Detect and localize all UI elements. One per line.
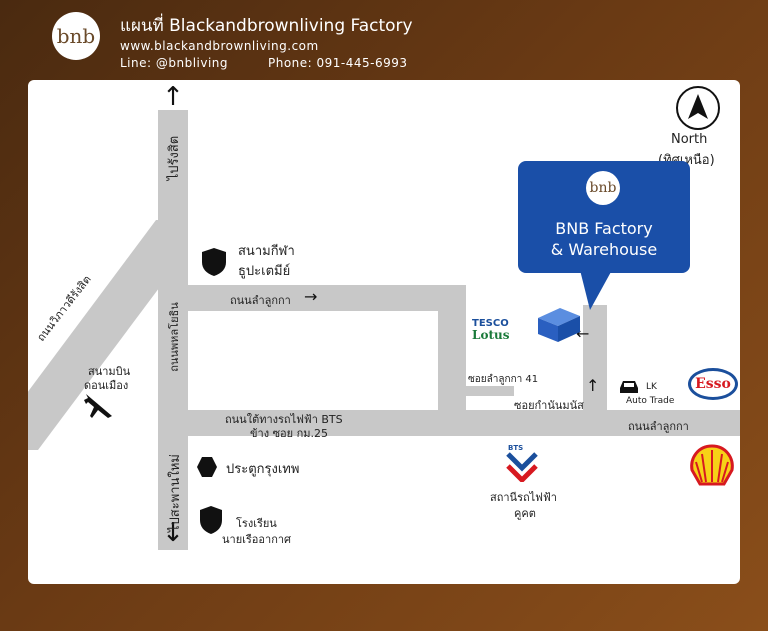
label-lam-luk-ka-right: ถนนลำลูกกา xyxy=(628,420,689,433)
label-bts-station-2: คูคต xyxy=(514,507,536,520)
gate-hexagon-icon xyxy=(197,457,217,477)
page-title: แผนที่ Blackandbrownliving Factory xyxy=(120,16,413,36)
bnb-logo: bnb xyxy=(52,12,100,60)
airplane-icon xyxy=(84,394,112,418)
road-connector xyxy=(438,311,466,417)
arrow-up-small-icon: ↑ xyxy=(586,376,600,395)
callout-logo: bnb xyxy=(586,171,620,205)
label-phahonyothin: ถนนพหลโยธิน xyxy=(168,302,181,372)
north-compass-icon xyxy=(676,86,720,130)
factory-box-icon xyxy=(538,308,580,342)
label-soi-41: ซอยลำลูกกา 41 xyxy=(468,374,539,385)
road-lam-luk-ka-top xyxy=(188,285,466,311)
bts-logo-text: BTS xyxy=(508,444,524,452)
label-school-1: โรงเรียน xyxy=(236,517,277,530)
label-to-rangsit: ไปรังสิต xyxy=(167,135,182,181)
arrow-down-icon: ↓ xyxy=(162,518,184,548)
factory-callout: bnb BNB Factory & Warehouse xyxy=(518,161,690,273)
label-airport-2: ดอนเมือง xyxy=(84,379,129,392)
label-school-2: นายเรืออากาศ xyxy=(222,533,292,546)
car-icon xyxy=(620,381,638,393)
school-shield-icon xyxy=(200,506,222,534)
label-bts-road: ถนนใต้ทางรถไฟฟ้า BTS xyxy=(225,413,343,426)
lotus-logo: Lotus xyxy=(472,328,510,342)
tesco-logo: TESCO xyxy=(472,318,509,329)
website-text: www.blackandbrownliving.com xyxy=(120,39,319,53)
label-bts-station-1: สถานีรถไฟฟ้า xyxy=(490,491,557,504)
road-soi-41 xyxy=(466,386,514,396)
label-airport-1: สนามบิน xyxy=(88,365,131,378)
arrow-right-icon: → xyxy=(304,287,318,306)
label-auto-trade: Auto Trade xyxy=(626,396,675,406)
arrow-up-icon: ↑ xyxy=(162,82,184,112)
bts-logo-icon xyxy=(506,452,538,482)
bnb-logo-text: bnb xyxy=(56,24,96,48)
diagonal-road xyxy=(28,220,186,450)
road-bts-underpass xyxy=(188,410,740,436)
label-gate: ประตูกรุงเทพ xyxy=(226,462,300,477)
esso-logo: Esso xyxy=(688,368,738,400)
label-lk: LK xyxy=(646,382,657,392)
callout-line1: BNB Factory xyxy=(555,219,653,238)
label-lam-luk-ka-top: ถนนลำลูกกา xyxy=(230,294,291,307)
label-stadium-1: สนามกีฬา xyxy=(238,244,295,259)
label-bts-road-2: ข้าง ซอย กม.25 xyxy=(250,427,328,440)
esso-text: Esso xyxy=(695,376,731,392)
map-panel: ↑ ↓ → ↑ ← ไปรังสิต ถนนพหลโยธิน ไปสะพานให… xyxy=(28,80,740,584)
north-label: North xyxy=(671,132,708,147)
header: bnb แผนที่ Blackandbrownliving Factory w… xyxy=(0,0,768,78)
label-to-saphan-mai: ไปสะพานใหม่ xyxy=(168,454,183,532)
label-stadium-2: ธูปะเตมีย์ xyxy=(238,264,291,279)
label-soi-kamnan: ซอยกำนันมนัส xyxy=(514,399,584,412)
line-contact: Line: @bnbliving xyxy=(120,56,229,70)
shell-logo-icon xyxy=(690,444,734,486)
road-phahonyothin xyxy=(158,110,188,550)
stadium-shield-icon xyxy=(202,248,226,276)
callout-tail xyxy=(580,270,612,310)
road-soi-kamnan xyxy=(583,305,607,410)
callout-line2: & Warehouse xyxy=(550,240,658,259)
phone-contact: Phone: 091-445-6993 xyxy=(268,56,408,70)
